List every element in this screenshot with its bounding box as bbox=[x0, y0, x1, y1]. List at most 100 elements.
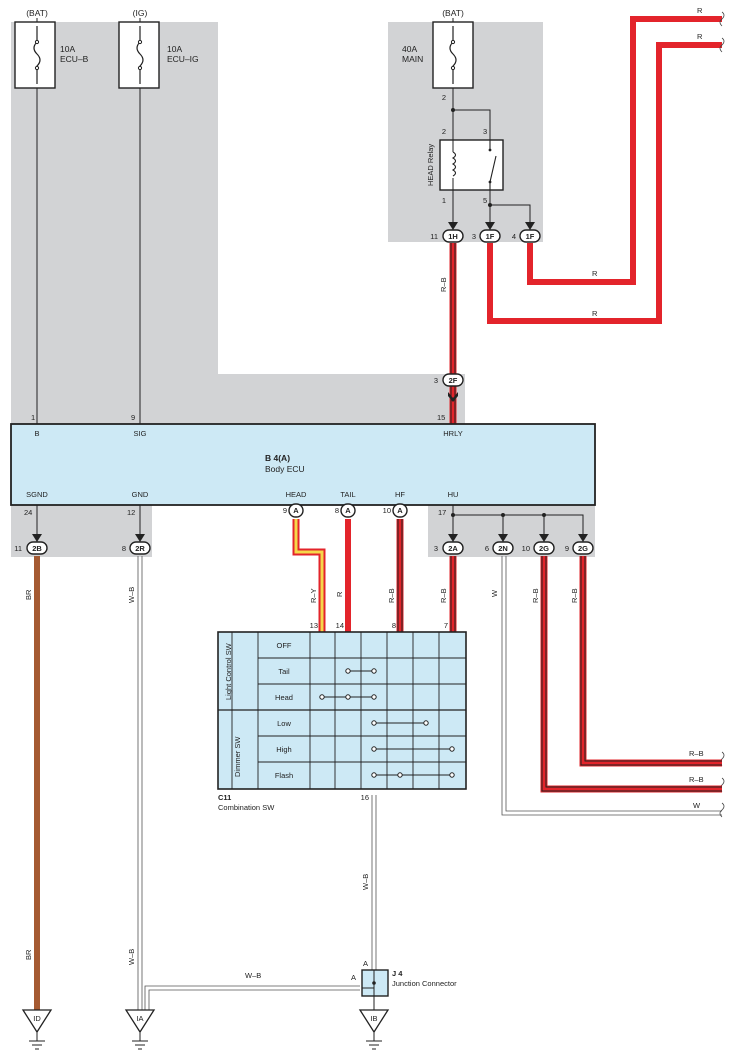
ecu-bottom-terminals-5-pin-label: 17 bbox=[438, 508, 446, 517]
wires-r-mid1-label: R bbox=[592, 269, 598, 278]
lower-connectors-0-pin-label: 11 bbox=[14, 544, 22, 553]
supplies-fuse-ecub-amps-label: 10A bbox=[60, 44, 75, 54]
fuse-main: (BAT) 40A MAIN 2 bbox=[402, 8, 474, 102]
a-conn-tail: 8 A bbox=[335, 503, 356, 518]
ecu-bottom-terminals-3-pin-label: 8 bbox=[335, 506, 339, 515]
ecu-bottom-terminals-5-label-label: HU bbox=[448, 490, 459, 499]
ecu-top-terminals-1-label-label: SIG bbox=[134, 429, 147, 438]
wires-w-right-label: W bbox=[693, 801, 701, 810]
grounds-0-label: ID bbox=[33, 1014, 41, 1023]
upper-shade bbox=[11, 22, 465, 505]
ry-wire bbox=[292, 519, 326, 632]
junction-connector-pin-a2-label: A bbox=[351, 973, 356, 982]
lower-connectors-2-pin-label: 3 bbox=[434, 544, 438, 553]
ecu-top-terminals-0-pin-label: 1 bbox=[31, 413, 35, 422]
body-ecu: 1 9 15 B SIG HRLY B 4(A) Body ECU SGND G… bbox=[10, 413, 596, 506]
combination-sw-groups-0-label: Light Control SW bbox=[224, 642, 233, 700]
ecu-bottom-terminals-4-conn-label: A bbox=[397, 506, 403, 515]
red-r-wires bbox=[345, 16, 722, 632]
wires-wb-ia-upper-label: W–B bbox=[127, 587, 136, 603]
connector-2g-10: 2G 10 bbox=[522, 534, 555, 555]
lower-connectors: 2B 11 2R 8 2A 3 2N 6 2G 10 bbox=[14, 534, 594, 555]
combination-sw-rows-0-label: OFF bbox=[277, 641, 292, 650]
junction-dots bbox=[451, 108, 546, 517]
junction-connector-j4: A A J 4 Junction Connector bbox=[351, 959, 457, 1000]
grounds-2-label: IB bbox=[370, 1014, 377, 1023]
lower-connectors-1-code-label: 2R bbox=[135, 544, 145, 553]
grounds: ID IA IB bbox=[21, 1009, 390, 1050]
combination-sw-rows-2-label: Head bbox=[275, 693, 293, 702]
relay-connectors-1-code-label: 1F bbox=[486, 232, 495, 241]
combination-sw-groups-1-label: Dimmer SW bbox=[233, 736, 242, 777]
ecu-bottom-terminals-2-conn-label: A bbox=[293, 506, 299, 515]
relay-pins-4-label: 2 bbox=[442, 127, 446, 136]
relay-pins-3-label: 5 bbox=[483, 196, 487, 205]
wires-w-2n-label: W bbox=[490, 589, 499, 597]
junction-2f-pin-top-label: 3 bbox=[434, 376, 438, 385]
wires-ry-label: R–Y bbox=[309, 588, 318, 603]
supplies-fuse-ecuig-source-label: (IG) bbox=[133, 8, 148, 18]
junction-connector-pin-a-label: A bbox=[363, 959, 368, 968]
combination-sw-top-pins-1-label: 14 bbox=[336, 621, 344, 630]
ecu-code: B 4(A) bbox=[265, 453, 290, 463]
lower-connectors-3-pin-label: 6 bbox=[485, 544, 489, 553]
wires-wb-junction-label: W–B bbox=[245, 971, 261, 980]
wires-rb-right2-label: R–B bbox=[689, 775, 704, 784]
lower-connectors-3-code-label: 2N bbox=[498, 544, 508, 553]
wb-wires bbox=[137, 556, 722, 1012]
wires-br-upper-label: BR bbox=[24, 589, 33, 600]
lower-connectors-0-code-label: 2B bbox=[32, 544, 42, 553]
ecu-top-terminals-0-label-label: B bbox=[34, 429, 39, 438]
wires-rb-2a-label: R–B bbox=[439, 588, 448, 603]
combination-sw-top-pins-3-label: 7 bbox=[444, 621, 448, 630]
supplies-fuse-main-amps-label: 40A bbox=[402, 44, 417, 54]
supplies-fuse-ecuig-name-label: ECU–IG bbox=[167, 54, 199, 64]
supplies-fuse-ecub-source-label: (BAT) bbox=[26, 8, 48, 18]
lower-connectors-5-code-label: 2G bbox=[578, 544, 588, 553]
connector-2n: 2N 6 bbox=[485, 534, 514, 555]
wires-br-lower-label: BR bbox=[24, 949, 33, 960]
wires-r-top1-label: R bbox=[697, 6, 703, 15]
relay-pins-0-label: 2 bbox=[442, 93, 446, 102]
wires-rb-right1-label: R–B bbox=[689, 749, 704, 758]
continuity-marks bbox=[319, 668, 455, 778]
rb-wires bbox=[396, 243, 722, 793]
ecu-top-terminals-2-pin-label: 15 bbox=[437, 413, 445, 422]
lower-connectors-4-code-label: 2G bbox=[539, 544, 549, 553]
connector-1f-3: 1F 3 bbox=[472, 222, 501, 243]
wires-rb-hf-label: R–B bbox=[387, 588, 396, 603]
connector-1h: 1H 11 bbox=[430, 222, 464, 243]
wire-end-ticks bbox=[719, 11, 725, 818]
junction-connector-code-label: J 4 bbox=[392, 969, 403, 978]
lower-connectors-4-pin-label: 10 bbox=[522, 544, 530, 553]
connector-2r: 2R 8 bbox=[122, 534, 151, 555]
head-relay: 2 3 1 5 HEAD Relay bbox=[426, 127, 504, 205]
wires-rb-2g2-label: R–B bbox=[570, 588, 579, 603]
junction-connector-name-label: Junction Connector bbox=[392, 979, 457, 988]
connector-2a: 2A 3 bbox=[434, 534, 464, 555]
lower-connectors-2-code-label: 2A bbox=[448, 544, 458, 553]
connector-2b: 2B 11 bbox=[14, 534, 48, 555]
wires-r-tail-label: R bbox=[335, 591, 344, 597]
relay-connectors-2-code-label: 1F bbox=[526, 232, 535, 241]
ground-id-icon: ID bbox=[21, 1009, 53, 1050]
ecu-top-terminals-2-label-label: HRLY bbox=[443, 429, 462, 438]
supplies-fuse-main-name-label: MAIN bbox=[402, 54, 423, 64]
wires-rb-2g1-label: R–B bbox=[531, 588, 540, 603]
combination-sw-rows-3-label: Low bbox=[277, 719, 291, 728]
ecu-bottom-terminals-1-pin-label: 12 bbox=[127, 508, 135, 517]
wires-wb-ia-lower-label: W–B bbox=[127, 949, 136, 965]
lower-connectors-1-pin-label: 8 bbox=[122, 544, 126, 553]
connector-1f-4: 1F 4 bbox=[512, 222, 541, 243]
lower-connectors-5-pin-label: 9 bbox=[565, 544, 569, 553]
relay-connectors-2-pin-label: 4 bbox=[512, 232, 516, 241]
fuse-ecub: (BAT) 10A ECU–B bbox=[14, 8, 89, 89]
combination-sw-top-pins-0-label: 13 bbox=[310, 621, 318, 630]
wire-r-1f-3 bbox=[487, 42, 722, 324]
ecu-bottom-terminals-2-pin-label: 9 bbox=[283, 506, 287, 515]
ecu-bottom-terminals-3-conn-label: A bbox=[345, 506, 351, 515]
grounds-1-label: IA bbox=[136, 1014, 143, 1023]
supplies-fuse-ecuig-amps-label: 10A bbox=[167, 44, 182, 54]
wires-wb-16-label: W–B bbox=[361, 874, 370, 890]
